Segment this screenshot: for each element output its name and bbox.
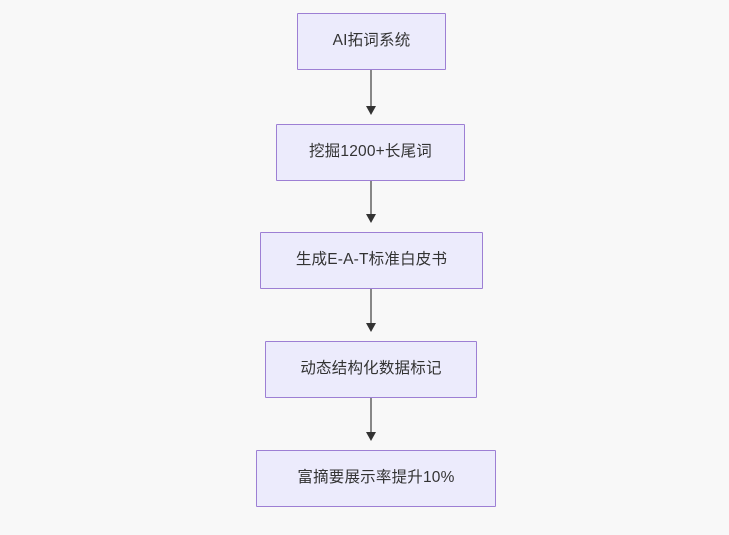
flow-node-n4[interactable]: 动态结构化数据标记 [265,341,477,398]
arrowhead-icon [366,323,376,332]
arrowhead-icon [366,214,376,223]
connector-line [370,289,372,323]
flow-node-label: 富摘要展示率提升10% [297,469,455,487]
flow-node-label: 动态结构化数据标记 [300,360,442,378]
flow-node-n1[interactable]: AI拓词系统 [297,13,446,70]
connector-line [370,181,372,214]
flow-node-label: 生成E-A-T标准白皮书 [295,251,448,269]
flow-node-label: AI拓词系统 [332,32,411,50]
flow-node-n3[interactable]: 生成E-A-T标准白皮书 [260,232,483,289]
flow-node-n2[interactable]: 挖掘1200+长尾词 [276,124,465,181]
arrowhead-icon [366,432,376,441]
flow-node-n5[interactable]: 富摘要展示率提升10% [256,450,496,507]
flow-node-label: 挖掘1200+长尾词 [308,143,433,161]
connector-line [370,398,372,432]
arrowhead-icon [366,106,376,115]
connector-line [370,70,372,106]
